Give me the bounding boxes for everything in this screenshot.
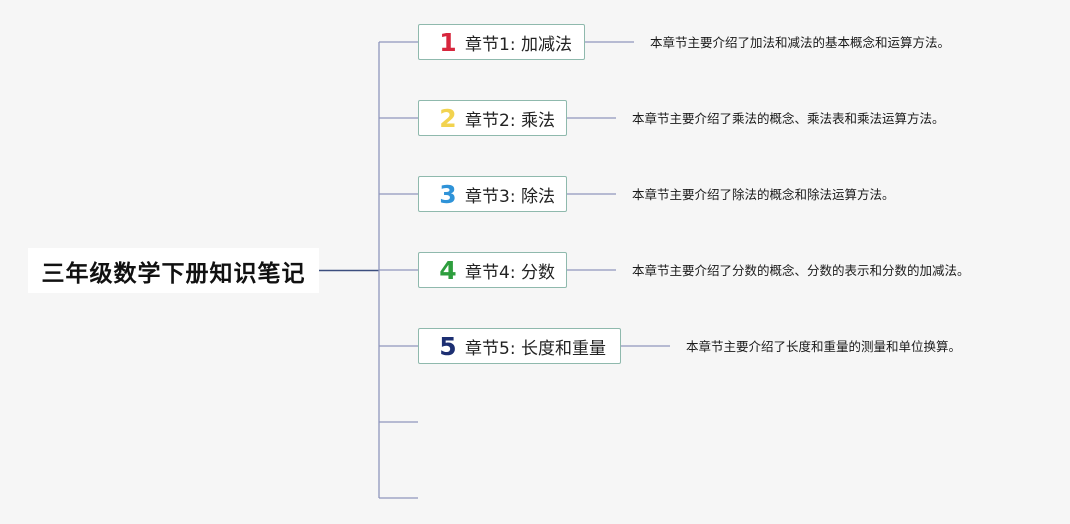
root-topic-label: 三年级数学下册知识笔记	[41, 260, 306, 287]
chapter-description-5[interactable]: 本章节主要介绍了长度和重量的测量和单位换算。	[686, 339, 962, 354]
number-two-icon: 2	[439, 103, 457, 133]
chapter-label: 章节2: 乘法	[465, 110, 555, 131]
chapter-label: 章节5: 长度和重量	[465, 338, 606, 359]
number-three-icon: 3	[439, 179, 457, 209]
chapter-node-2[interactable]: 2 章节2: 乘法	[418, 100, 567, 136]
chapter-label: 章节3: 除法	[465, 186, 555, 207]
number-five-icon: 5	[439, 331, 457, 361]
chapter-node-1[interactable]: 1 章节1: 加减法	[418, 24, 585, 60]
chapter-label: 章节4: 分数	[465, 262, 555, 283]
chapter-description-4[interactable]: 本章节主要介绍了分数的概念、分数的表示和分数的加减法。	[632, 263, 970, 278]
chapter-node-3[interactable]: 3 章节3: 除法	[418, 176, 567, 212]
chapter-description-2[interactable]: 本章节主要介绍了乘法的概念、乘法表和乘法运算方法。	[632, 111, 945, 126]
chapter-description-3[interactable]: 本章节主要介绍了除法的概念和除法运算方法。	[632, 187, 895, 202]
chapter-label: 章节1: 加减法	[465, 34, 572, 55]
root-topic[interactable]: 三年级数学下册知识笔记	[28, 248, 319, 293]
chapter-node-5[interactable]: 5 章节5: 长度和重量	[418, 328, 621, 364]
number-four-icon: 4	[439, 255, 457, 285]
chapter-node-4[interactable]: 4 章节4: 分数	[418, 252, 567, 288]
chapter-description-1[interactable]: 本章节主要介绍了加法和减法的基本概念和运算方法。	[650, 35, 951, 50]
number-one-icon: 1	[439, 27, 457, 57]
